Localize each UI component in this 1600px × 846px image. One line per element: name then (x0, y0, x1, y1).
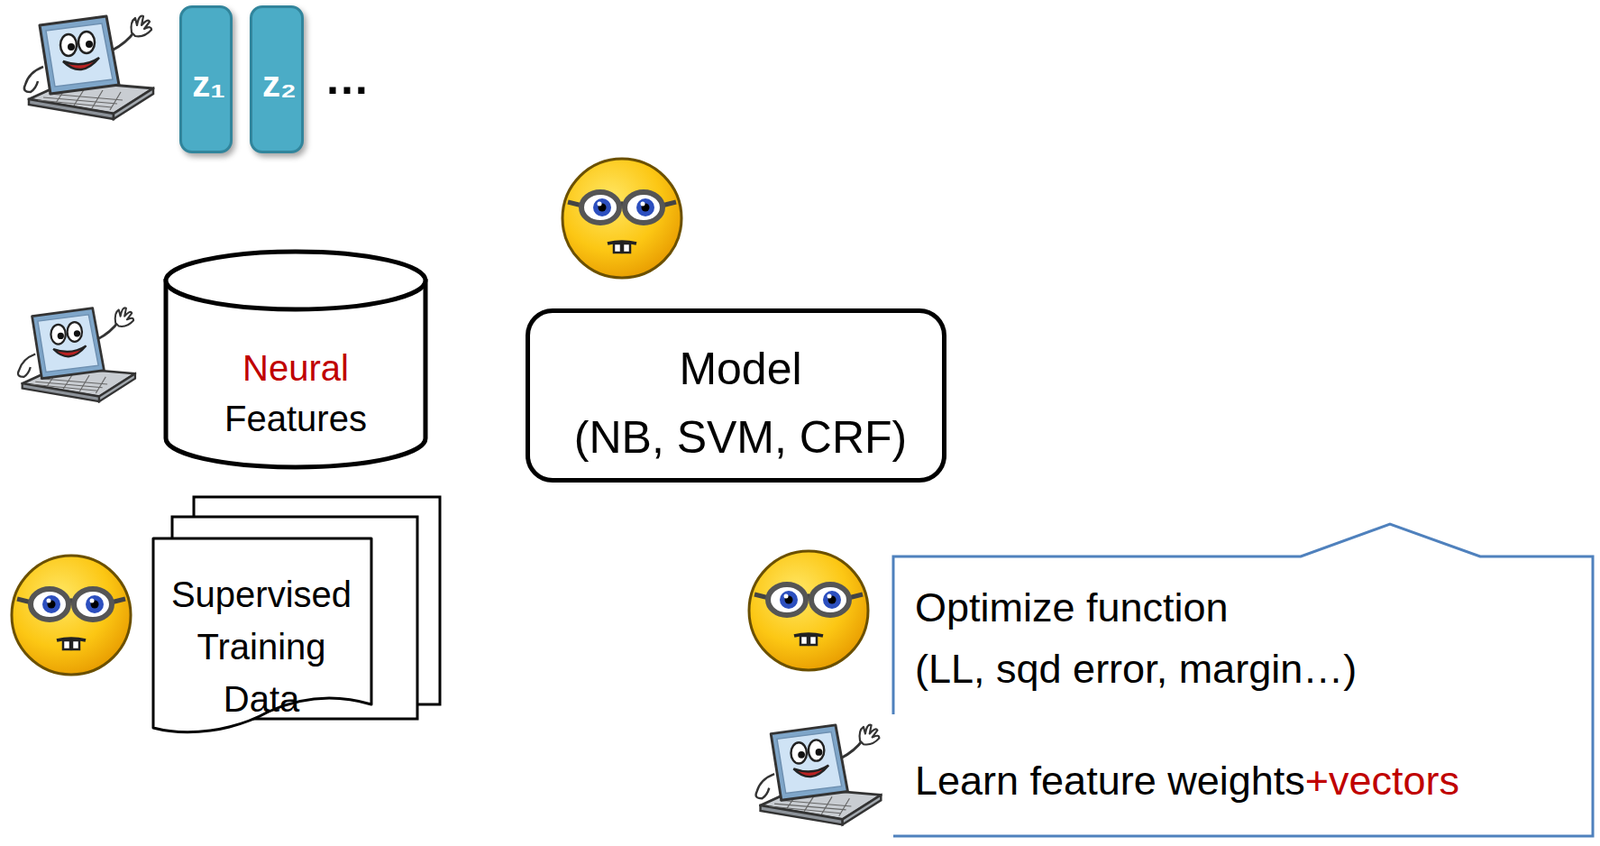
laptop-icon (24, 16, 154, 119)
text-line: Features (172, 397, 420, 439)
node-text: Features (224, 398, 367, 439)
nerd-smiley (562, 158, 682, 278)
laptop-icon (756, 724, 882, 825)
node-text: (NB, SVM, CRF) (574, 411, 907, 463)
node-text: (LL, sqd error, margin…) (914, 645, 1357, 692)
node-text: Learn feature weights (914, 757, 1306, 804)
nerd-smiley (11, 555, 131, 675)
docs-node: Supervised Training Data (151, 494, 442, 735)
pill-node: z₁ (179, 5, 233, 154)
pill-node: z₂ (249, 5, 304, 154)
callout-node: Optimize function (LL, sqd error, margin…… (892, 522, 1594, 837)
text-line: Model (539, 343, 942, 396)
node-text: z₂ (262, 64, 297, 104)
ellipsis-label: … (324, 52, 370, 105)
node-text: Model (678, 343, 802, 394)
text-line: Optimize function (914, 584, 1582, 631)
text-line: z₁ (182, 63, 236, 105)
text-line: Supervised Training Data (156, 567, 366, 725)
text-line: z₂ (252, 63, 307, 105)
nerd-smiley (749, 550, 869, 670)
node-text: +vectors (1305, 757, 1460, 804)
node-text: Optimize function (914, 584, 1229, 631)
text-line: Neural (172, 347, 420, 389)
node-text: z₁ (192, 64, 226, 104)
cylinder-node: NeuralFeatures (163, 249, 429, 470)
text-line: (NB, SVM, CRF) (539, 411, 942, 465)
node-text: Neural (242, 347, 349, 388)
text-line: (LL, sqd error, margin…) (914, 645, 1582, 693)
node-text: Supervised Training Data (171, 574, 352, 719)
laptop-icon (18, 307, 136, 402)
round-node: Model (NB, SVM, CRF) (525, 308, 947, 483)
text-line: Learn feature weights+vectors (914, 757, 1582, 805)
